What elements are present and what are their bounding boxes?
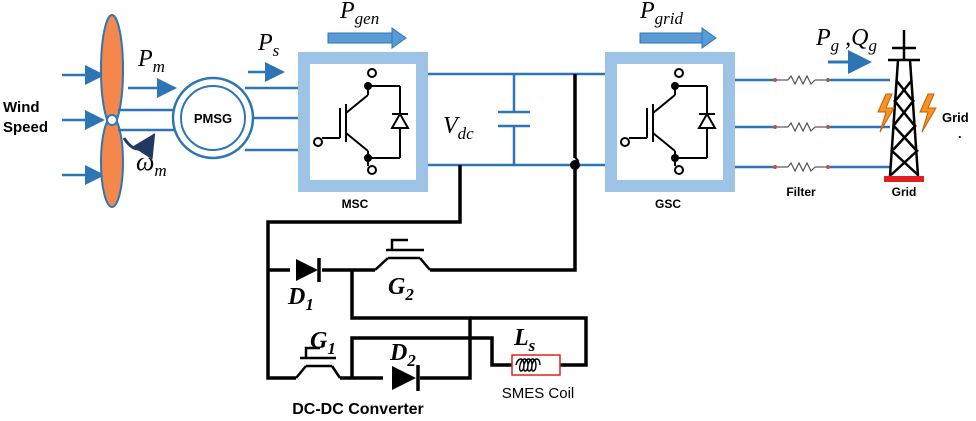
grid-right-dot: . — [958, 126, 962, 141]
filter-resistors — [775, 74, 828, 173]
msc-label: MSC — [342, 197, 369, 211]
ps-label: Ps — [257, 30, 280, 60]
gsc-to-grid-lines — [735, 78, 890, 169]
pg-qg-label: Pg ,Qg — [815, 25, 877, 55]
g1-switch — [295, 346, 342, 379]
grid-tower-icon — [888, 30, 920, 177]
grid-tower-label: Grid — [892, 185, 917, 199]
pmsg-label: PMSG — [194, 111, 232, 126]
grid-tower-base — [884, 176, 924, 182]
pmsg-generator: PMSG — [171, 76, 255, 160]
d1-diode — [296, 258, 321, 282]
grid-right-label: Grid — [942, 110, 969, 125]
d1-label: D1 — [287, 284, 314, 314]
omega-label: ωm — [136, 147, 167, 180]
gsc-label: GSC — [655, 197, 681, 211]
lightning-icon-right — [919, 93, 937, 133]
pgrid-arrow — [639, 32, 703, 44]
filter-label: Filter — [786, 185, 816, 199]
turbine-blades-icon — [100, 14, 124, 208]
turbine-shaft — [118, 108, 178, 132]
wind-arrows — [62, 65, 105, 185]
vdc-label: Vdc — [443, 113, 474, 143]
pm-label: Pm — [137, 46, 165, 76]
dcdc-wiring — [266, 74, 588, 380]
gsc-converter — [605, 52, 735, 192]
rotation-arrow-icon — [122, 132, 156, 160]
lightning-icon-left — [877, 93, 895, 133]
pgen-arrow — [327, 32, 393, 44]
d2-diode — [392, 365, 420, 391]
msc-converter — [298, 52, 428, 192]
g2-switch — [374, 238, 431, 271]
pgrid-label: Pgrid — [639, 0, 684, 28]
pmsg-to-msc-lines — [245, 86, 298, 152]
wind-speed-label: Wind Speed — [3, 99, 48, 136]
ls-label: Ls — [513, 325, 536, 355]
smes-coil-label: SMES Coil — [502, 385, 575, 402]
dcdc-converter-label: DC-DC Converter — [292, 401, 424, 418]
d2-label: D2 — [389, 340, 416, 370]
g1-label: G1 — [310, 328, 336, 358]
pgen-label: Pgen — [339, 0, 379, 28]
dc-bus-crossover — [574, 157, 579, 166]
smes-coil-icon — [511, 354, 561, 376]
g2-label: G2 — [388, 274, 414, 304]
